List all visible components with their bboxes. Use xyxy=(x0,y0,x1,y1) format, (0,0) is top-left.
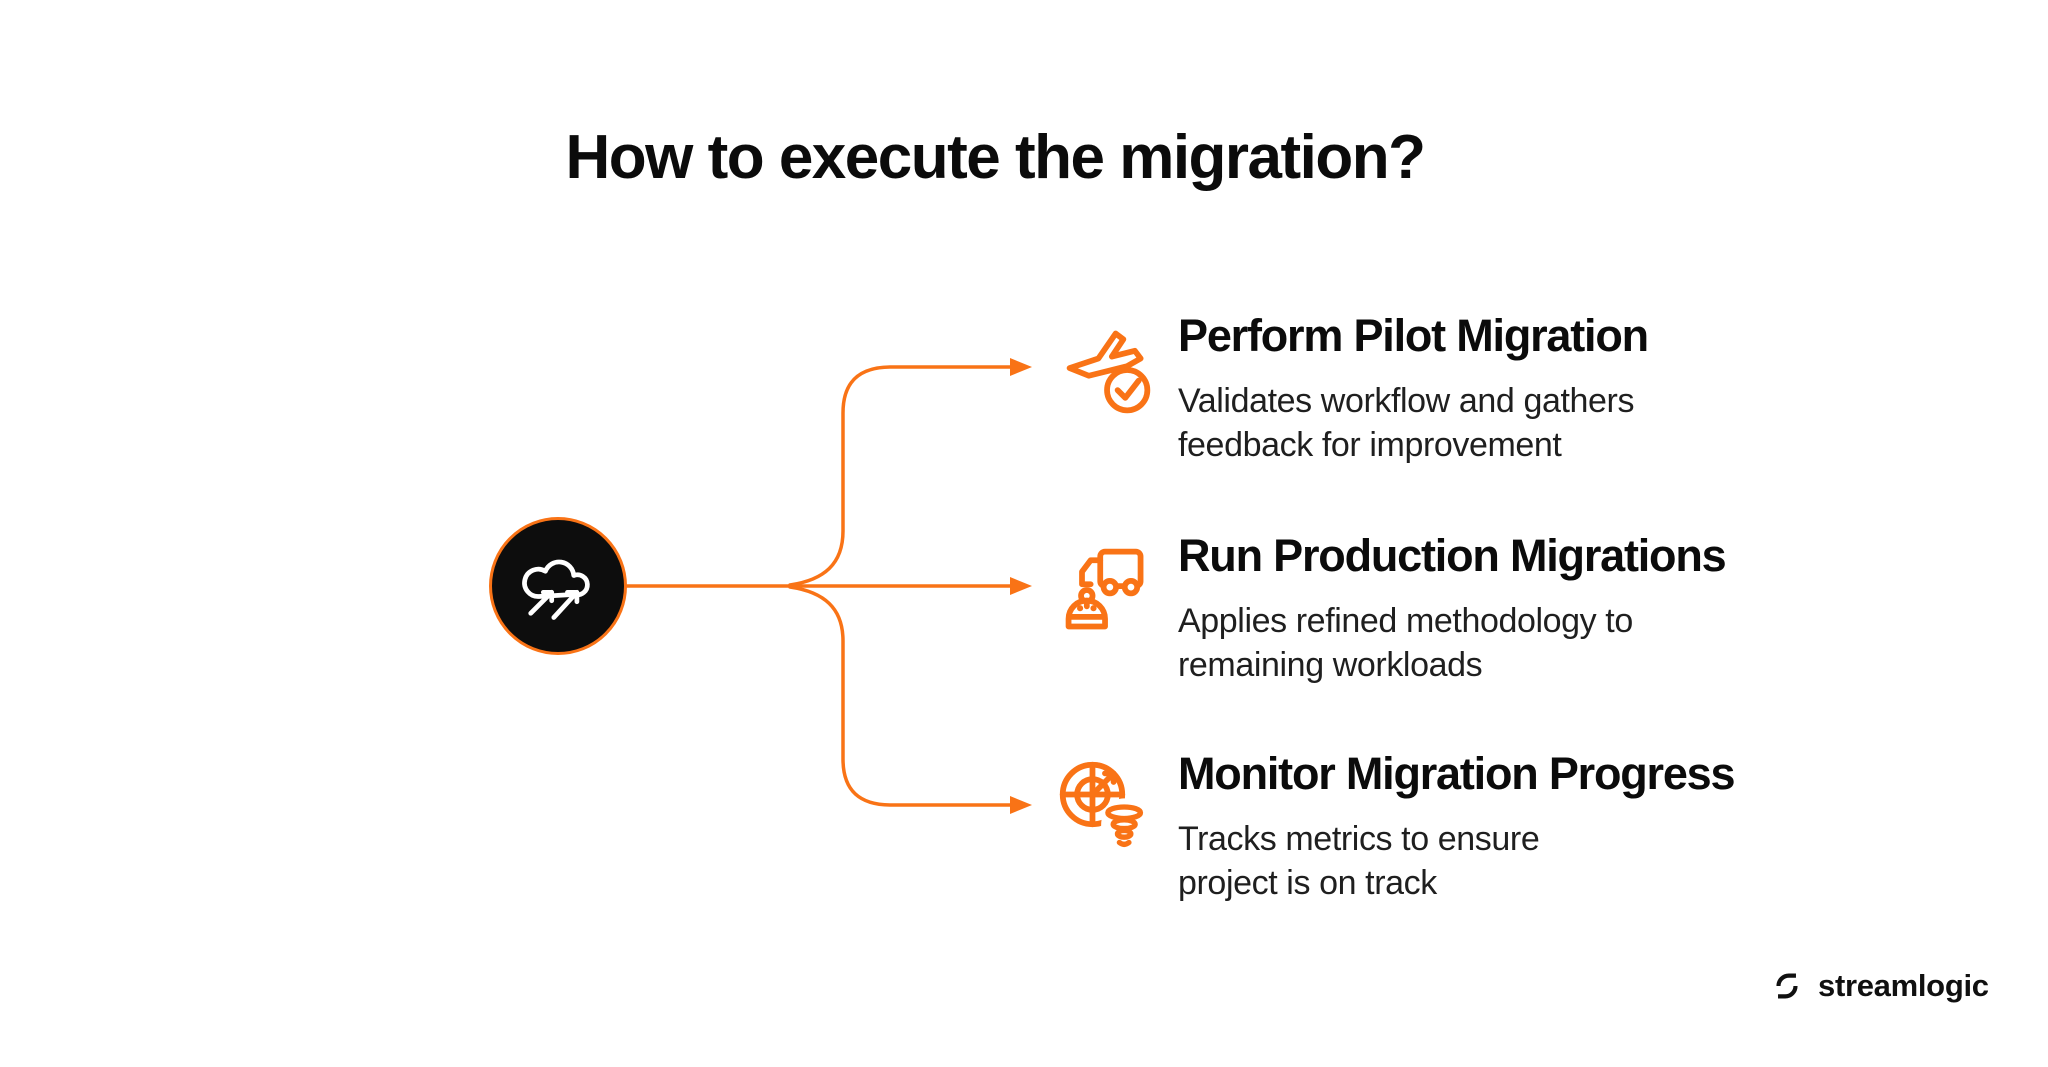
arrowhead-top xyxy=(1010,358,1032,376)
plane-check-icon xyxy=(1066,330,1151,414)
step-pilot-migration: Perform Pilot Migration Validates workfl… xyxy=(1178,310,1649,467)
central-node xyxy=(489,517,627,655)
step-description-line: feedback for improvement xyxy=(1178,426,1562,465)
step-description-line: Validates workflow and gathers xyxy=(1178,382,1635,421)
step-title: Monitor Migration Progress xyxy=(1178,748,1736,799)
cloud-migration-icon xyxy=(522,559,590,620)
streamlogic-mark-icon xyxy=(1776,973,1798,999)
brand-name: streamlogic xyxy=(1818,968,1989,1003)
connector-top xyxy=(788,365,1014,587)
step-monitor-progress: Monitor Migration Progress Tracks metric… xyxy=(1178,748,1736,905)
step-title: Run Production Migrations xyxy=(1178,530,1727,581)
step-title: Perform Pilot Migration xyxy=(1178,310,1649,361)
connector-bottom xyxy=(788,585,1014,807)
step-description-line: Tracks metrics to ensure xyxy=(1178,820,1540,859)
step-description-line: project is on track xyxy=(1178,864,1437,903)
step-production-migrations: Run Production Migrations Applies refine… xyxy=(1178,530,1727,687)
brand-logo: streamlogic xyxy=(1770,968,1989,1004)
arrowhead-bottom xyxy=(1010,796,1032,814)
target-tornado-icon xyxy=(1059,761,1148,853)
step-description-line: Applies refined methodology to xyxy=(1178,602,1633,641)
truck-robot-icon xyxy=(1065,548,1144,630)
arrowhead-middle xyxy=(1010,577,1032,595)
step-description-line: remaining workloads xyxy=(1178,646,1483,685)
page-title: How to execute the migration? xyxy=(565,123,1426,192)
